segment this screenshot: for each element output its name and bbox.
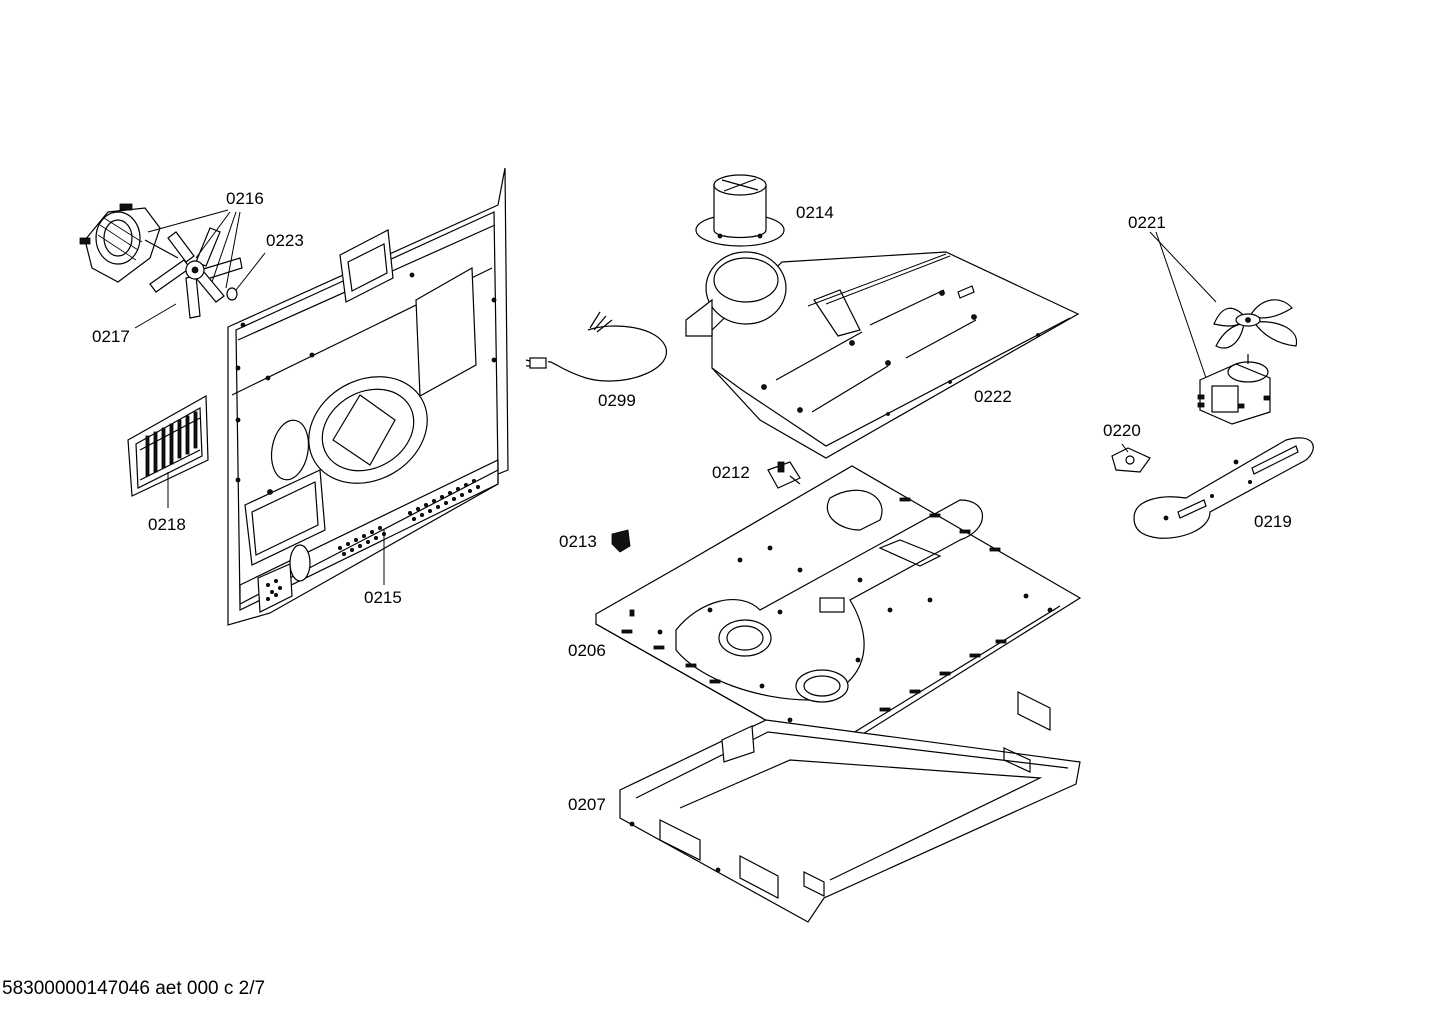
bottom-tray-0207	[619, 691, 1081, 923]
leader-lines	[134, 209, 1217, 585]
back-panel-0215	[227, 167, 509, 626]
label-0221: 0221	[1128, 213, 1166, 232]
nut-0223	[226, 287, 238, 301]
part-labels: 0216 0223 0217 0218 0215 0214 0299 0222 …	[92, 189, 1292, 814]
convection-fan-assembly-0216	[79, 203, 179, 283]
thermostat-0212	[767, 461, 801, 489]
clip-0213	[611, 529, 631, 553]
label-0212: 0212	[712, 463, 750, 482]
document-reference: 58300000147046 aet 000 c 2/7	[2, 978, 266, 999]
duct-cap-0214	[695, 174, 785, 247]
mounting-plate-0219	[1133, 437, 1314, 539]
label-0206: 0206	[568, 641, 606, 660]
label-0222: 0222	[974, 387, 1012, 406]
fan-blade-0217	[149, 227, 243, 319]
label-0219: 0219	[1254, 512, 1292, 531]
label-0215: 0215	[364, 588, 402, 607]
label-0220: 0220	[1103, 421, 1141, 440]
upper-cover-plate-0222	[685, 251, 1080, 459]
grille-0218	[127, 394, 209, 497]
label-0214: 0214	[796, 203, 834, 222]
base-plate-0206	[595, 465, 1082, 753]
label-0207: 0207	[568, 795, 606, 814]
label-0223: 0223	[266, 231, 304, 250]
power-cable-0299	[525, 311, 667, 382]
bracket-0220	[1111, 447, 1151, 473]
fan-motor-0221	[1197, 354, 1271, 425]
label-0218: 0218	[148, 515, 186, 534]
label-0217: 0217	[92, 327, 130, 346]
cooling-fan-0221	[1213, 299, 1298, 349]
label-0213: 0213	[559, 532, 597, 551]
label-0216: 0216	[226, 189, 264, 208]
label-0299: 0299	[598, 391, 636, 410]
